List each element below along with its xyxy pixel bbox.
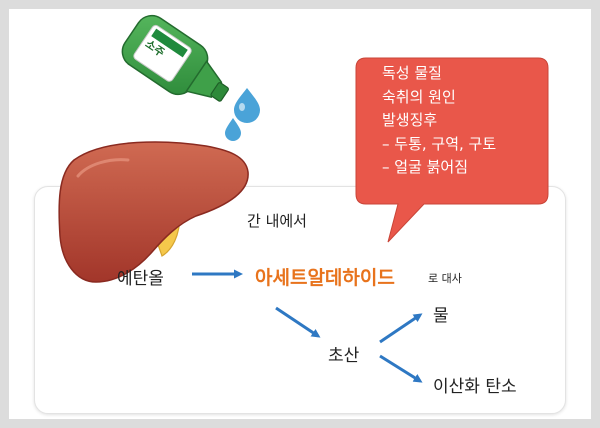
bubble-line: 독성 물질 — [382, 64, 442, 82]
arrow-icon — [275, 306, 321, 338]
bubble-line: 발생징후 — [382, 111, 438, 129]
bubble-text: 독성 물질 숙취의 원인 발생징후 – 두통, 구역, 구토 – 얼굴 붉어짐 — [382, 62, 496, 180]
bubble-line: 숙취의 원인 — [382, 87, 456, 106]
drop-icon — [225, 118, 241, 141]
arrow-icon — [379, 354, 423, 383]
bubble-line: – 얼굴 붉어짐 — [382, 158, 469, 176]
co2-label: 이산화 탄소 — [433, 377, 517, 397]
toxicity-bubble — [355, 57, 549, 243]
acetic-acid-label: 초산 — [328, 346, 360, 366]
bubble-line: – 두통, 구역, 구토 — [382, 134, 497, 153]
context-label: 간 내에서 — [247, 212, 307, 230]
water-label: 물 — [433, 306, 449, 326]
acetaldehyde-label: 아세트알데하이드 — [255, 267, 395, 289]
drop-icon — [234, 88, 260, 123]
metabolism-suffix: 로 대사 — [428, 272, 462, 285]
liver-icon — [58, 141, 249, 283]
arrow-icon — [379, 313, 423, 344]
soju-bottle-icon — [121, 14, 229, 102]
ethanol-label: 에탄올 — [117, 269, 164, 289]
